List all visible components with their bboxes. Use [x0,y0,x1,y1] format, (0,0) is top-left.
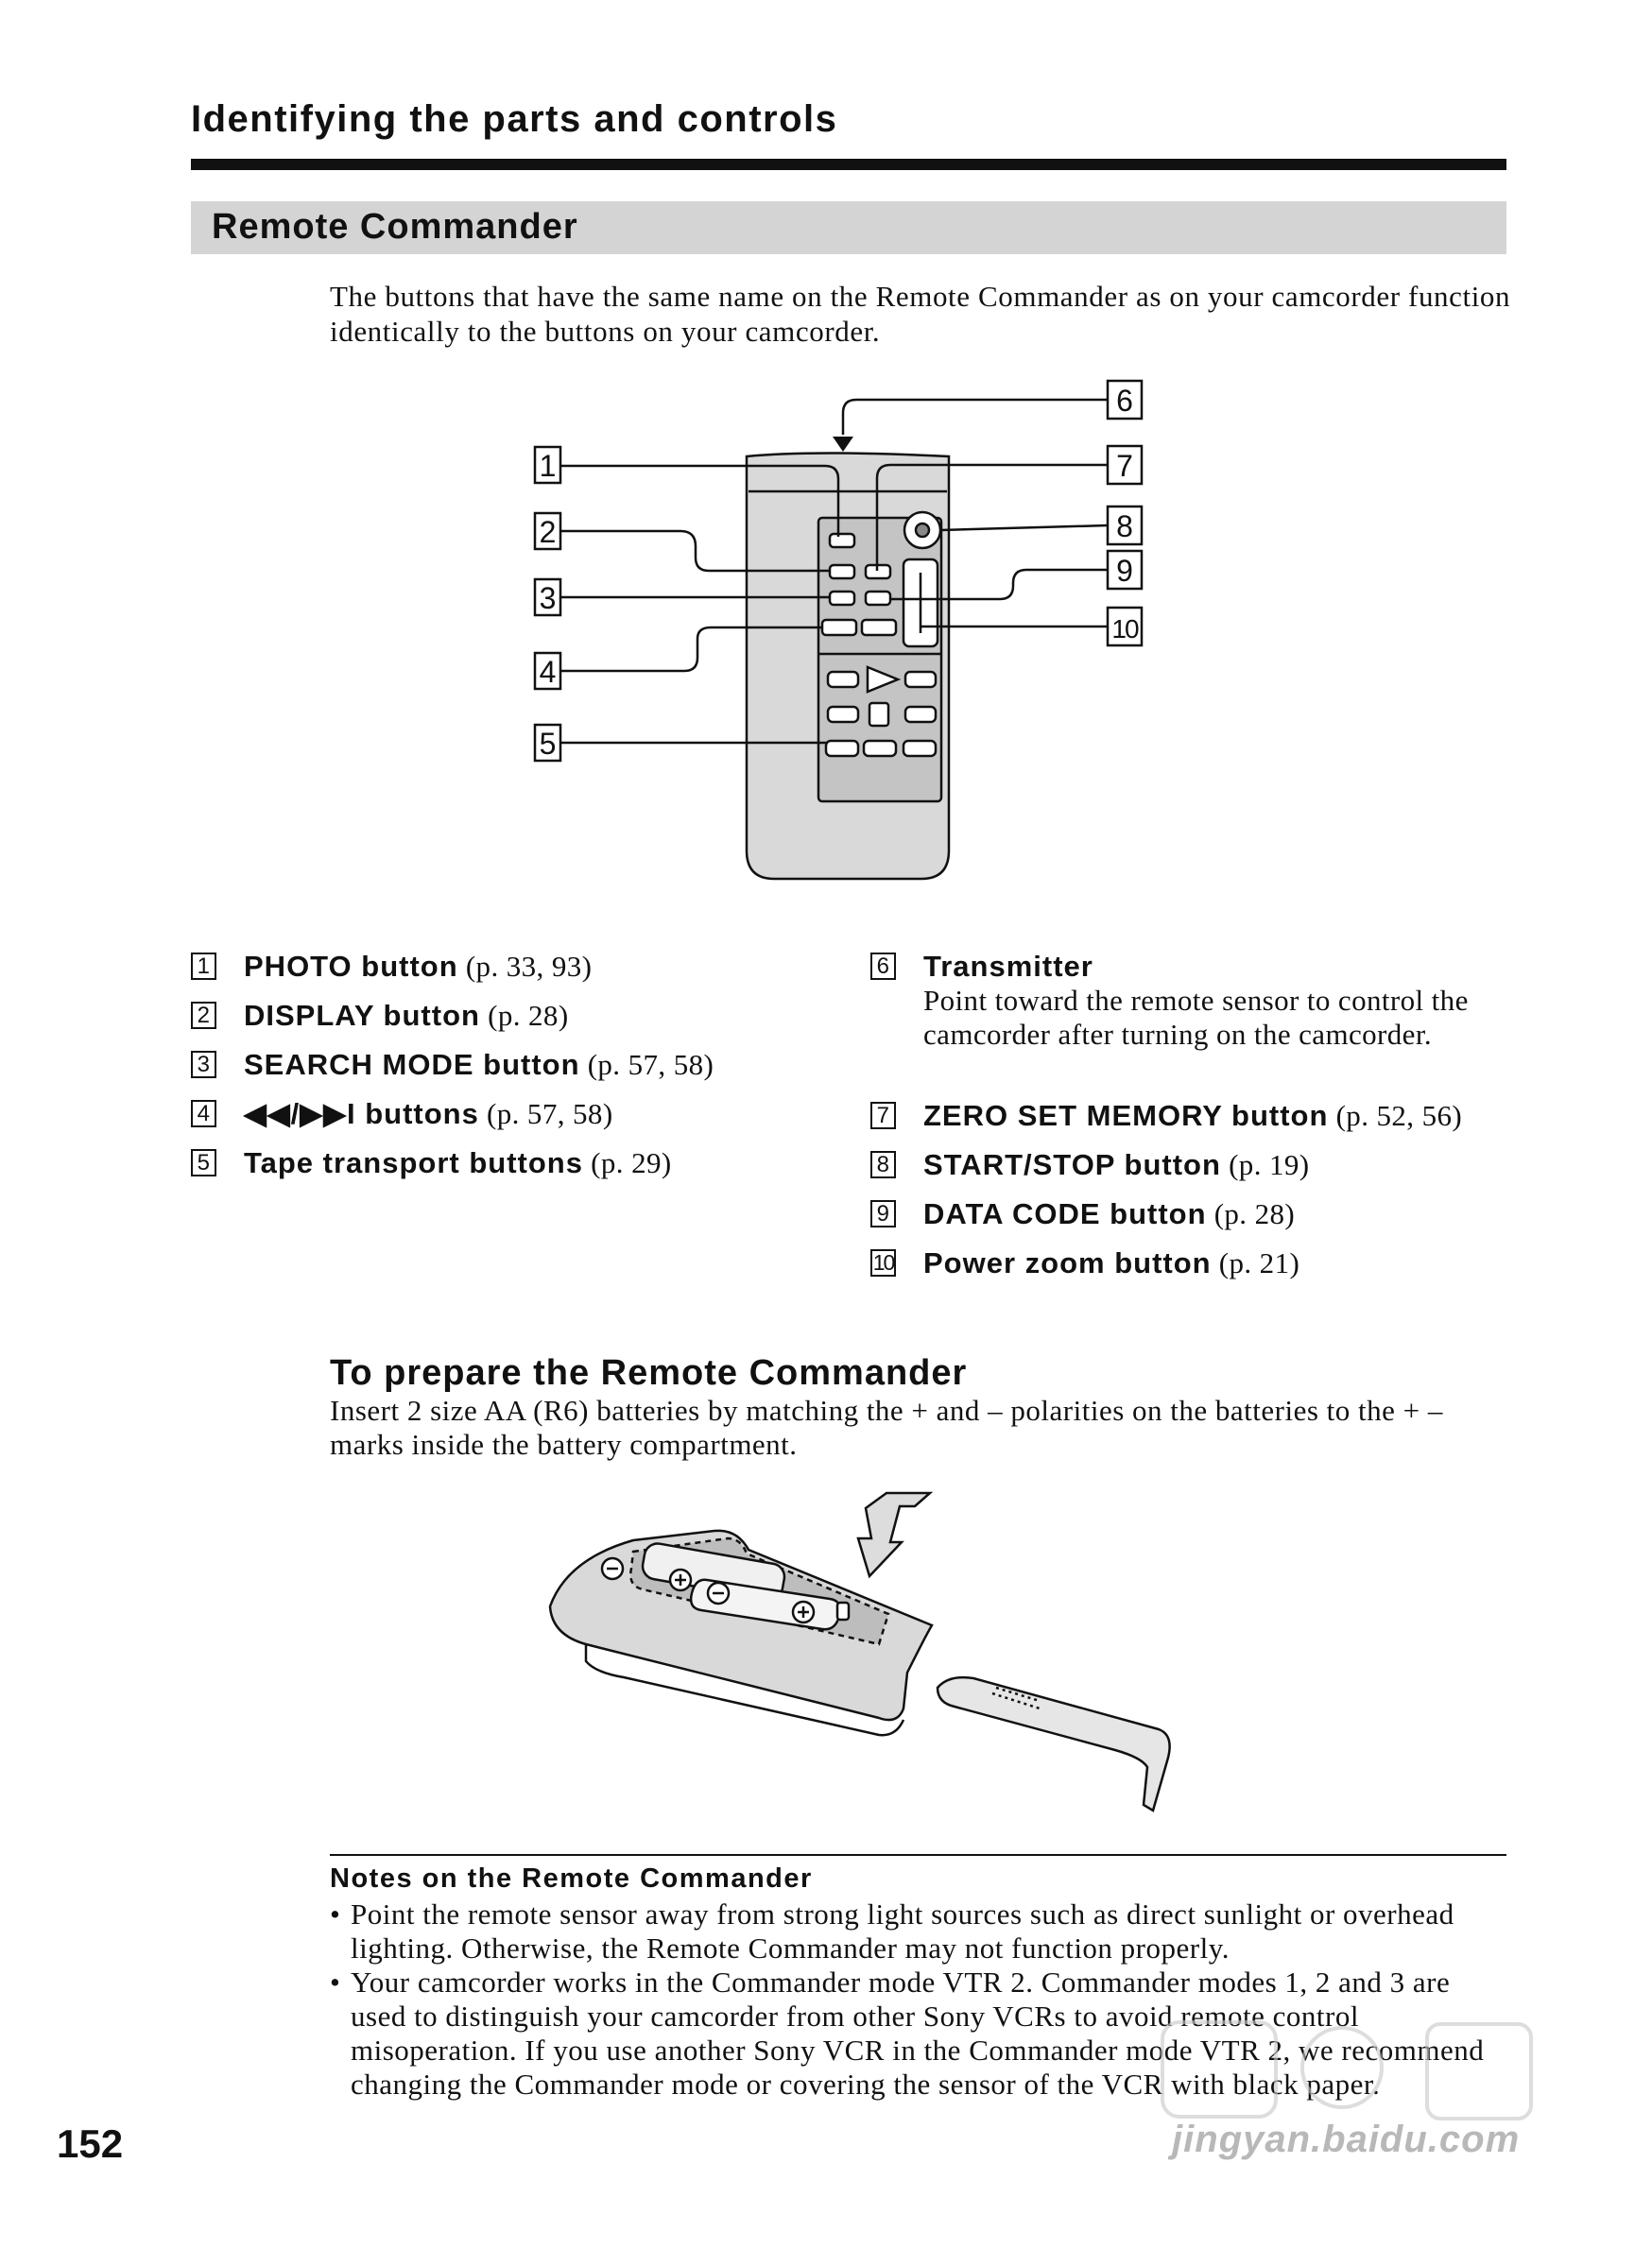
page-ref: (p. 33, 93) [465,950,593,983]
part-label: SEARCH MODE button [244,1048,580,1081]
part-number-badge: 10 [870,1249,896,1277]
part-number-badge: 2 [191,1002,216,1029]
callout-5: 5 [540,727,557,761]
callout-9: 9 [1116,554,1133,588]
note-item: Your camcorder works in the Commander mo… [330,1966,1511,2102]
section-rule [191,159,1506,170]
photo-button-shape [828,532,856,549]
page-ref: (p. 52, 56) [1335,1099,1463,1132]
page-ref: (p. 28) [488,999,569,1032]
notes-list: Point the remote sensor away from strong… [330,1897,1511,2102]
watermark-logo [1161,2020,1533,2120]
part-label: ◀◀/▶▶I buttons [244,1097,479,1130]
remote-commander-illustration: 1 2 3 4 5 6 7 8 9 10 [533,379,1144,881]
part-label: DISPLAY button [244,999,480,1032]
callout-1: 1 [540,449,557,483]
part-number-badge: 3 [191,1051,216,1078]
part-number-badge: 9 [870,1200,896,1228]
part-number-badge: 6 [870,953,896,980]
part-number-badge: 4 [191,1100,216,1127]
part-label: ZERO SET MEMORY button [923,1099,1329,1132]
battery-insertion-illustration [548,1491,1171,1812]
callout-2: 2 [540,515,557,549]
notes-rule [330,1854,1506,1856]
part-number-badge: 5 [191,1149,216,1176]
part-label: Transmitter [923,950,1093,983]
prepare-paragraph: Insert 2 size AA (R6) batteries by match… [330,1394,1443,1461]
page-ref: (p. 57, 58) [587,1048,714,1081]
intro-paragraph: The buttons that have the same name on t… [330,280,1511,348]
subsection-title: Remote Commander [212,207,578,247]
prepare-heading: To prepare the Remote Commander [330,1353,968,1393]
part-label: START/STOP button [923,1148,1221,1181]
insert-arrow [856,1491,934,1579]
subsection-bar [191,201,1506,254]
callout-4: 4 [540,655,557,689]
callout-3: 3 [540,581,557,615]
part-description: Point toward the remote sensor to contro… [923,984,1469,1051]
part-number-badge: 1 [191,953,216,980]
page-number: 152 [57,2121,124,2166]
part-number-badge: 8 [870,1151,896,1178]
section-title: Identifying the parts and controls [191,98,838,140]
page-ref: (p. 28) [1213,1197,1296,1230]
callout-8: 8 [1116,509,1133,543]
notes-heading: Notes on the Remote Commander [330,1863,813,1894]
part-number-badge: 7 [870,1102,896,1129]
callout-10: 10 [1111,614,1139,644]
watermark-text: jingyan.baidu.com [1172,2119,1521,2160]
page-ref: (p. 57, 58) [487,1097,613,1130]
part-label: DATA CODE button [923,1197,1207,1230]
page-ref: (p. 21) [1218,1246,1300,1279]
note-item: Point the remote sensor away from strong… [330,1897,1511,1966]
callout-7: 7 [1116,449,1133,483]
part-label: Tape transport buttons [244,1146,583,1179]
battery-cover [936,1675,1171,1812]
part-label: PHOTO button [244,950,458,983]
page-ref: (p. 19) [1229,1148,1310,1181]
page-ref: (p. 29) [591,1146,672,1179]
part-label: Power zoom button [923,1246,1212,1279]
callout-6: 6 [1116,384,1133,418]
